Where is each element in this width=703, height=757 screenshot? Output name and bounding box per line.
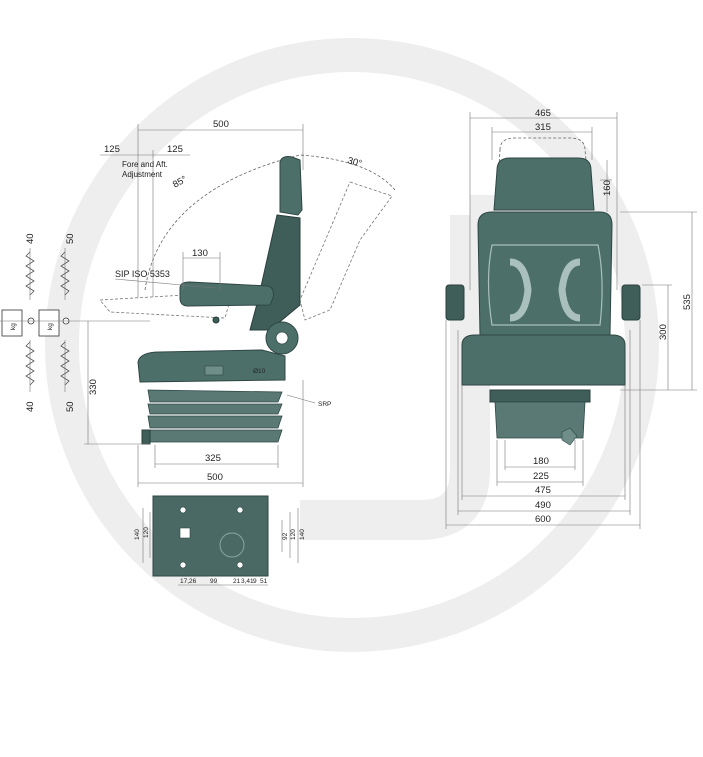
plate-right-b: 120 (290, 529, 297, 540)
susp-left-top: 40 (25, 233, 36, 244)
plate-right-a: 92 (282, 532, 289, 540)
angle-backrest: 30° (346, 155, 363, 169)
width-475: 475 (535, 485, 551, 496)
side-top-left: 125 (104, 144, 120, 155)
diameter-label: Ø10 (253, 368, 266, 375)
side-top-total: 500 (213, 119, 229, 130)
rail-180: 180 (533, 456, 549, 467)
srp-label: SRP (318, 401, 331, 408)
backrest-outer: 465 (535, 108, 551, 119)
armrest-width: 130 (192, 248, 208, 259)
angle-recline: 85° (171, 174, 189, 191)
side-view: 500 125 125 Fore and Aft. Adjustment 85°… (84, 119, 396, 487)
rail-225: 225 (533, 471, 549, 482)
plate-left-outer: 140 (134, 529, 141, 540)
left-box-label: kg (10, 323, 17, 330)
seat-height: 330 (88, 379, 99, 395)
headrest-width: 315 (535, 122, 551, 133)
plate-bottom-6: 51 (260, 578, 268, 585)
fore-aft-label-2: Adjustment (122, 170, 163, 179)
overall-depth: 500 (207, 472, 223, 483)
fore-aft-label-1: Fore and Aft. (122, 160, 168, 169)
back-height: 535 (682, 294, 693, 310)
susp-left-bottom: 40 (25, 401, 36, 412)
sip-label: SIP ISO 5353 (115, 269, 170, 279)
plate-bottom-4: 3,41 (241, 578, 254, 585)
plate-bottom-5: 9 (253, 578, 257, 585)
base-plate: 140 120 92 120 140 17,26 99 21 3,41 9 51 (134, 495, 306, 586)
suspension-diagram: kg kg 40 40 50 50 (0, 233, 150, 412)
plate-bottom-2: 99 (210, 578, 218, 585)
right-load-box (38, 309, 60, 337)
plate-right-outer: 140 (299, 529, 306, 540)
susp-right-bottom: 50 (65, 401, 76, 412)
side-top-right: 125 (167, 144, 183, 155)
susp-right-top: 50 (65, 233, 76, 244)
armrest-height: 300 (658, 324, 669, 340)
plate-left-inner: 120 (143, 527, 150, 538)
front-view: 465 315 160 535 300 (445, 108, 697, 529)
width-600: 600 (535, 514, 551, 525)
headrest-height: 160 (602, 180, 613, 196)
plate-bottom-3: 21 (233, 578, 241, 585)
left-load-box (1, 309, 23, 337)
plate-bottom-1: 17,26 (180, 578, 197, 585)
right-box-label: kg (47, 323, 54, 330)
width-490: 490 (535, 500, 551, 511)
base-depth: 325 (205, 453, 221, 464)
